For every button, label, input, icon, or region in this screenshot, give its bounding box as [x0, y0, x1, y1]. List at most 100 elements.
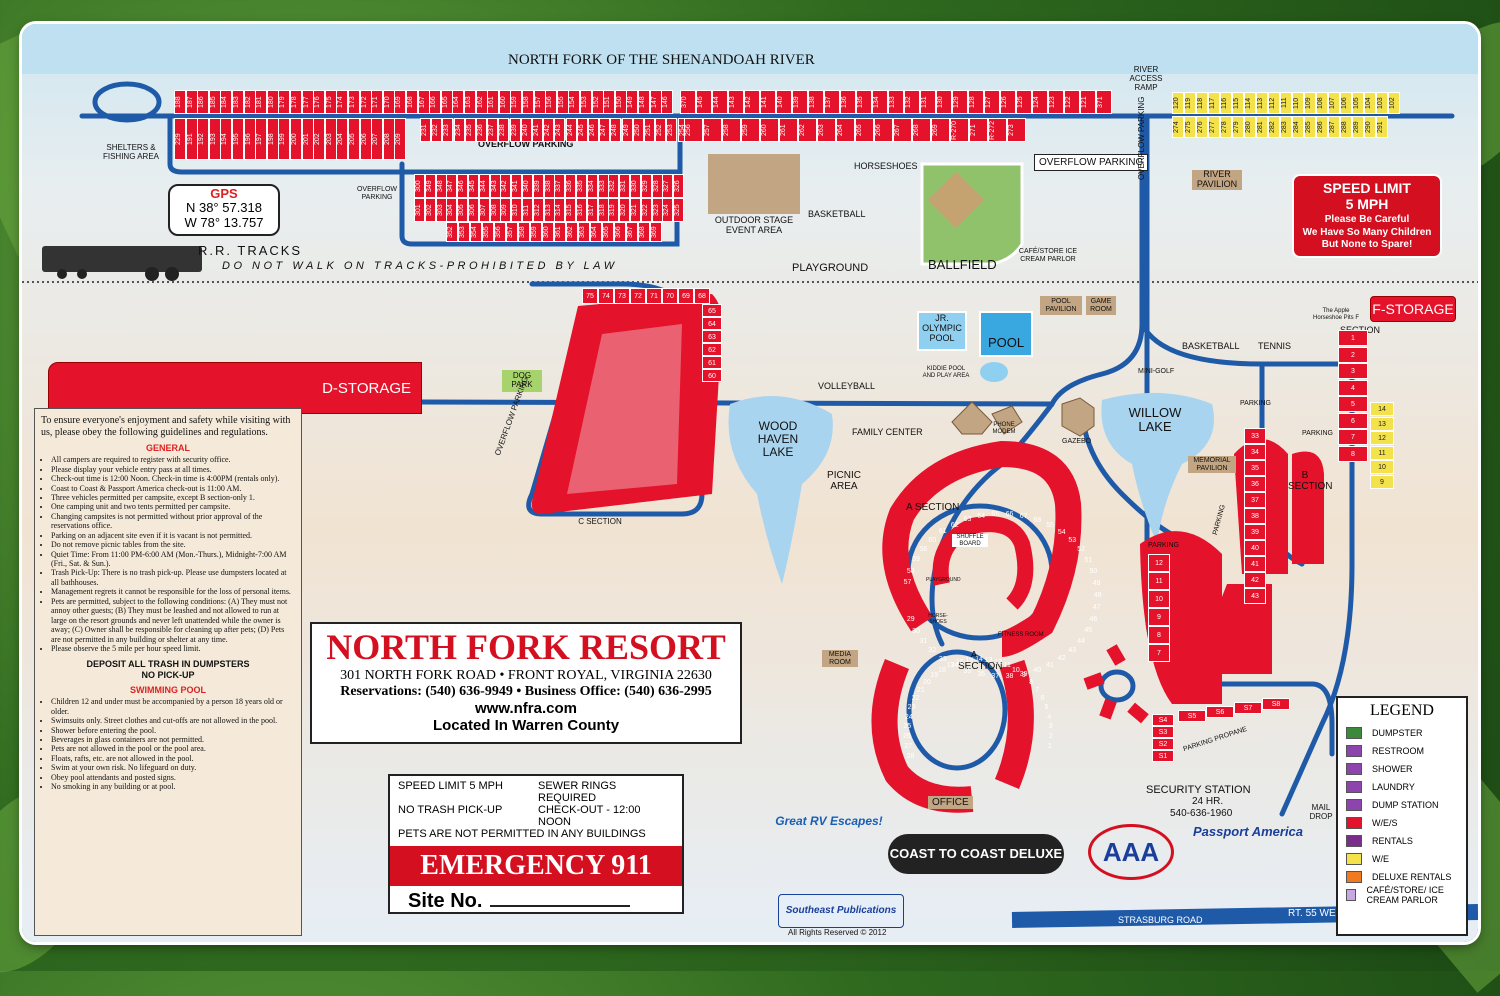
- campsite: 113: [1256, 92, 1268, 114]
- campsite: 6: [1338, 412, 1368, 429]
- campsite: 75: [582, 288, 598, 304]
- kiddie-pool-label: KIDDIE POOL AND PLAY AREA: [922, 366, 970, 379]
- campsite: 1: [1047, 743, 1052, 751]
- campsite: 136: [840, 90, 856, 114]
- campsite: 122: [1064, 90, 1080, 114]
- river-title: NORTH FORK OF THE SHENANDOAH RIVER: [508, 52, 815, 68]
- campsite: 146: [661, 90, 674, 114]
- campsite: 343: [489, 174, 501, 198]
- gazebo-label: GAZEBO: [1062, 438, 1092, 445]
- campsite: 198: [266, 118, 279, 160]
- campsite: 143: [728, 90, 744, 114]
- campsite: 125: [1016, 90, 1032, 114]
- playground-label: PLAYGROUND: [792, 262, 869, 274]
- campsite: 283: [1280, 116, 1292, 138]
- campsite: 183: [232, 90, 244, 114]
- campsite: 121: [1080, 90, 1096, 114]
- campsite: 335: [576, 174, 587, 198]
- campsite: 27: [904, 743, 913, 751]
- campsite: 356: [494, 222, 506, 242]
- campsite: 43: [1068, 646, 1077, 654]
- legend-title: LEGEND: [1370, 702, 1434, 719]
- campsite: 203: [324, 118, 337, 160]
- campsite: 257: [703, 118, 722, 142]
- campsite: S4: [1152, 714, 1174, 726]
- campsite: 63: [963, 516, 972, 524]
- campsite: 48: [1093, 592, 1102, 599]
- campsite: 204: [336, 118, 349, 160]
- office-label: OFFICE: [928, 796, 973, 809]
- notice-sewer: SEWER RINGS REQUIRED: [538, 780, 617, 804]
- campsite: 55: [1046, 521, 1054, 529]
- general-heading: GENERAL: [145, 442, 190, 453]
- campsite: 39: [1019, 670, 1028, 678]
- campsite: 194: [220, 118, 233, 160]
- campsite: 41: [1046, 662, 1054, 669]
- campsite: 310: [511, 198, 523, 222]
- d-storage: D-STORAGE: [48, 362, 422, 414]
- campsite: 316: [576, 198, 587, 222]
- speed-line3: Please Be Careful: [1324, 214, 1410, 225]
- campsite: 193: [208, 118, 221, 160]
- pool-rule-item: Swim at your own risk. No lifeguard on d…: [51, 763, 295, 772]
- campsite: 327: [662, 174, 674, 198]
- resort-website[interactable]: www.nfra.com: [475, 700, 577, 717]
- legend-label: DELUXE RENTALS: [1372, 872, 1452, 882]
- campsite: 331: [619, 174, 631, 198]
- rr-tracks-title: R.R. TRACKS: [198, 243, 303, 258]
- campsite: 366: [614, 222, 626, 242]
- strasburg-road: STRASBURG ROAD: [1118, 915, 1203, 925]
- campsite: 205: [348, 118, 360, 160]
- campsite: 119: [1184, 92, 1196, 114]
- family-center-label: FAMILY CENTER: [852, 427, 923, 437]
- campsite: 137: [824, 90, 840, 114]
- horseshoe-pits-label: The Apple Horseshoe Pits F: [1312, 308, 1360, 321]
- campsite: 109: [1304, 92, 1316, 114]
- campsite: 64: [977, 512, 986, 520]
- campsite: 302: [424, 198, 436, 222]
- campsite: 104: [1364, 92, 1376, 114]
- campsite: 246: [588, 118, 599, 142]
- campsite: 127: [984, 90, 1000, 114]
- campsite: 337: [554, 174, 566, 198]
- campsite: 303: [435, 198, 447, 222]
- general-rule-item: Changing campsites is not permitted with…: [51, 512, 295, 531]
- gps-latitude: N 38° 57.318: [185, 200, 263, 215]
- legend-item: DELUXE RENTALS: [1346, 868, 1458, 886]
- campsite: 304: [446, 198, 458, 222]
- campsite: 156: [545, 90, 558, 114]
- campsite: 130: [936, 90, 952, 114]
- campsite: 124: [1032, 90, 1048, 114]
- campsite: 300: [414, 174, 425, 198]
- campsite: 2: [1338, 346, 1368, 363]
- campsite: 50: [1089, 568, 1098, 576]
- campsite: 69: [678, 288, 694, 304]
- site-number-label: Site No.: [408, 890, 483, 912]
- campsite: 275: [1184, 116, 1196, 138]
- campsite: 276: [1196, 116, 1208, 138]
- campsite: 5: [1338, 396, 1368, 412]
- campsite: 19: [930, 672, 938, 680]
- campsite: 21: [916, 686, 925, 694]
- campsite: 347: [446, 174, 458, 198]
- shuffle-board-label: SHUFFLE BOARD: [952, 534, 988, 548]
- horseshoes-small-label: HORSE-SHOES: [928, 613, 948, 625]
- legend-swatch: [1346, 727, 1362, 739]
- campsite: 197: [255, 118, 268, 160]
- campsite: 253: [666, 118, 678, 142]
- tennis-label: TENNIS: [1258, 341, 1292, 351]
- campsite: 151: [603, 90, 616, 114]
- fitness-room-label: FITNESS ROOM: [998, 632, 1044, 638]
- basketball-right-label: BASKETBALL: [1182, 341, 1240, 351]
- general-rule-item: Quiet Time: From 11:00 PM-6:00 AM (Mon.-…: [51, 550, 295, 569]
- legend-swatch: [1346, 799, 1362, 811]
- campsite: 117: [1208, 92, 1220, 114]
- campsite: 307: [478, 198, 490, 222]
- campsite: 262: [798, 118, 817, 142]
- legend-swatch: [1346, 835, 1362, 847]
- legend-label: LAUNDRY: [1372, 782, 1415, 792]
- campsite: 51: [1084, 556, 1093, 564]
- campsite: 61: [702, 356, 722, 369]
- campsite: 22: [911, 695, 920, 703]
- campsite: 177: [301, 90, 314, 114]
